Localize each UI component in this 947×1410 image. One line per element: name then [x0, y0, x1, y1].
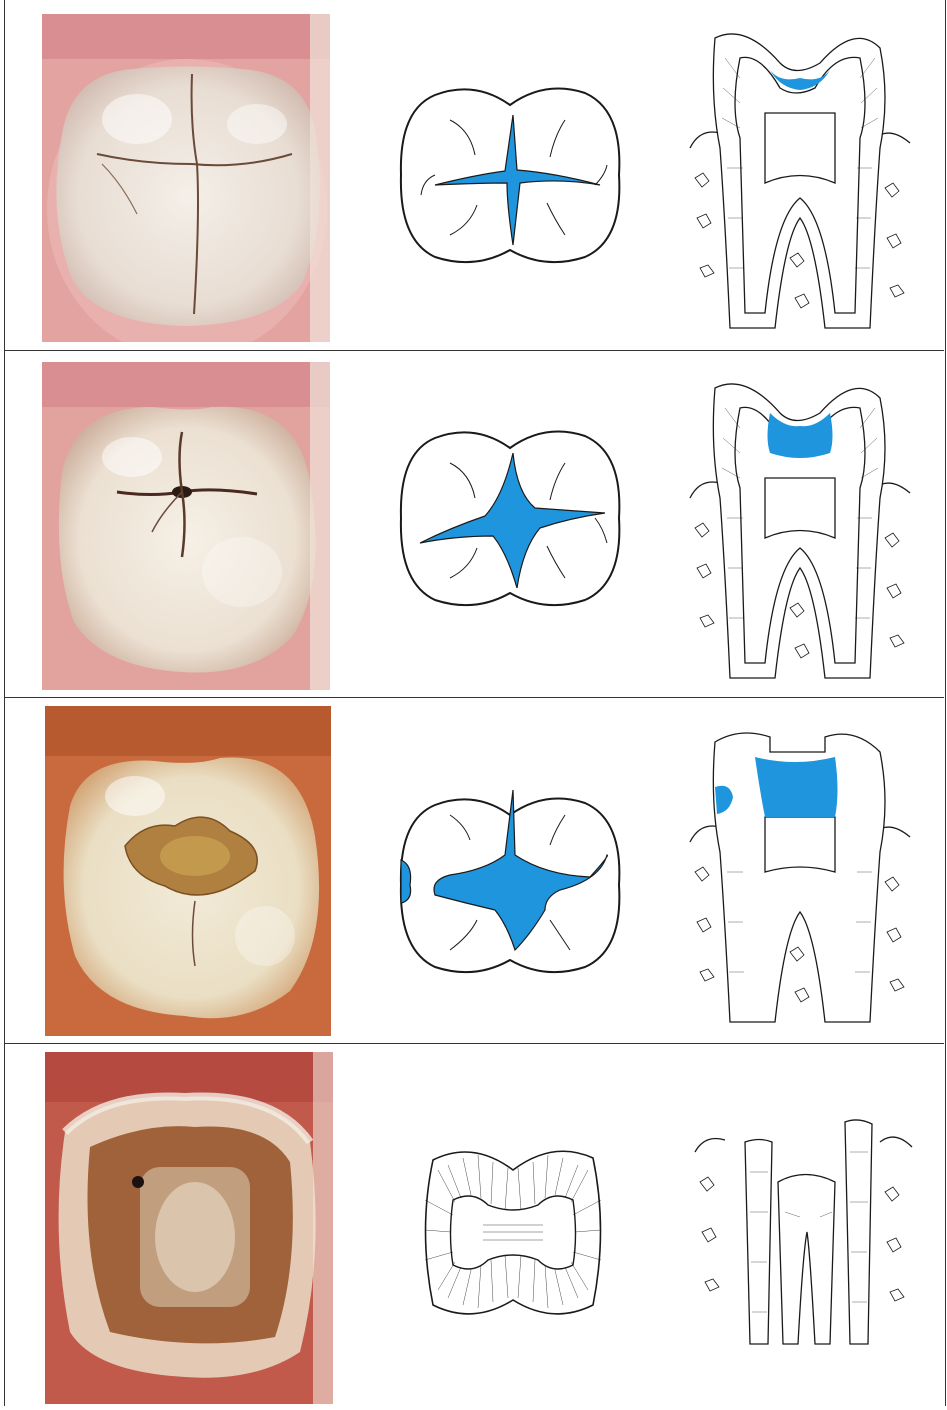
- stage-3-photo: [45, 706, 331, 1036]
- stage-2-cross-section: [685, 368, 915, 688]
- stage-2-photo: [42, 362, 330, 690]
- stage-4-occlusal-diagram: [413, 1140, 613, 1320]
- stage-1-cross-section: [685, 18, 915, 338]
- cross-section-diagram-icon: [685, 368, 915, 688]
- occlusal-diagram-icon: [395, 785, 625, 985]
- stage-1-occlusal-diagram: [395, 75, 625, 275]
- cross-section-diagram-icon: [685, 18, 915, 338]
- stage-2-occlusal-diagram: [395, 418, 625, 618]
- occlusal-diagram-icon: [395, 418, 625, 618]
- molar-photo-open-cavity: [45, 706, 331, 1036]
- molar-photo-fissure-caries: [42, 362, 330, 690]
- row-divider: [4, 1043, 944, 1044]
- cross-section-diagram-icon: [685, 722, 915, 1032]
- occlusal-diagram-icon: [395, 75, 625, 275]
- stage-3-occlusal-diagram: [395, 785, 625, 985]
- row-divider: [4, 697, 944, 698]
- occlusal-ring-icon: [413, 1140, 613, 1320]
- stage-4-photo: [45, 1052, 333, 1404]
- molar-photo-fissure-stain: [42, 14, 330, 342]
- stage-3-cross-section: [685, 722, 915, 1032]
- row-divider: [4, 350, 944, 351]
- stage-4-cross-section: [690, 1112, 915, 1352]
- molar-photo-destroyed-crown: [45, 1052, 333, 1404]
- root-stumps-diagram-icon: [690, 1112, 915, 1352]
- stage-1-photo: [42, 14, 330, 342]
